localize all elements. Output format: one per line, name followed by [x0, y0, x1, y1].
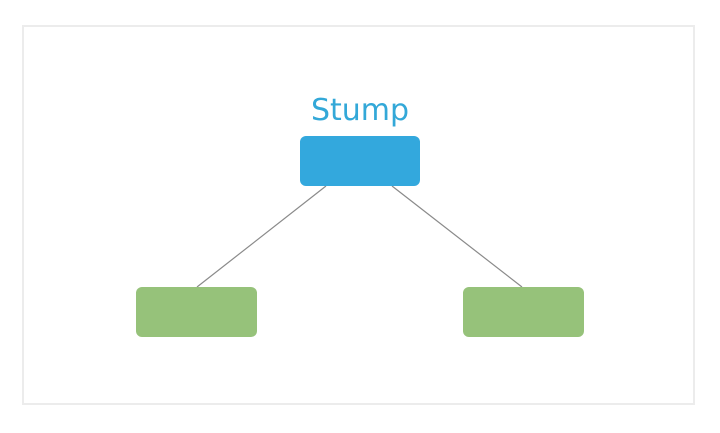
edge-root-to-right-leaf: [391, 185, 523, 288]
right-leaf-node: [463, 287, 584, 337]
edge-root-to-left-leaf: [196, 185, 327, 288]
root-node-label: Stump: [310, 93, 410, 128]
left-leaf-node: [136, 287, 257, 337]
root-node: [300, 136, 420, 186]
diagram-frame: [22, 25, 695, 405]
